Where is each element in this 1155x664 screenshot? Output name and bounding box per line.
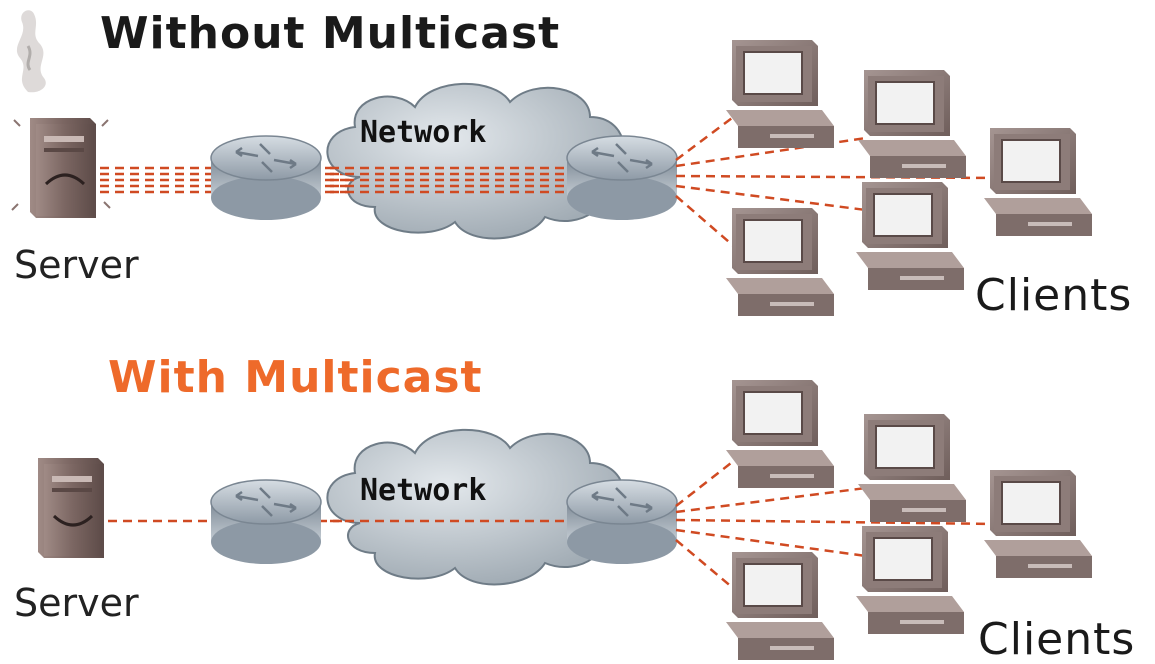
computer-icon (855, 525, 965, 635)
computer-icon (983, 469, 1093, 579)
computer-icon (725, 551, 835, 661)
server-label-bottom: Server (14, 581, 139, 625)
router-icon-right-top (565, 134, 679, 222)
computer-icon (725, 207, 835, 317)
server-icon (38, 458, 104, 558)
unicast-streams-cloud (330, 166, 570, 194)
clients-label-bottom: Clients (978, 614, 1135, 664)
network-label-bottom: Network (360, 473, 486, 508)
clients-label-top: Clients (975, 270, 1132, 321)
stress-marks (11, 119, 111, 211)
server-label-top: Server (14, 243, 139, 287)
computer-icon (855, 181, 965, 291)
panel-with-multicast: With Multicast Server Network (14, 352, 1135, 664)
network-label-top: Network (360, 115, 486, 150)
client-links-bottom (675, 455, 1001, 605)
smoke-icon (16, 10, 46, 93)
server-icon (30, 118, 96, 218)
computer-icon (725, 379, 835, 489)
title-with-multicast: With Multicast (108, 352, 483, 403)
router-icon-left-bottom (209, 478, 323, 566)
computer-icon (857, 69, 967, 179)
client-links-top (675, 111, 1001, 263)
computer-icon (983, 127, 1093, 237)
computer-icon (857, 413, 967, 523)
panel-without-multicast: Without Multicast Server Network (11, 8, 1132, 321)
router-icon-right-bottom (565, 478, 679, 566)
computer-icon (725, 39, 835, 149)
title-without-multicast: Without Multicast (100, 8, 560, 59)
router-icon-left-top (209, 134, 323, 222)
